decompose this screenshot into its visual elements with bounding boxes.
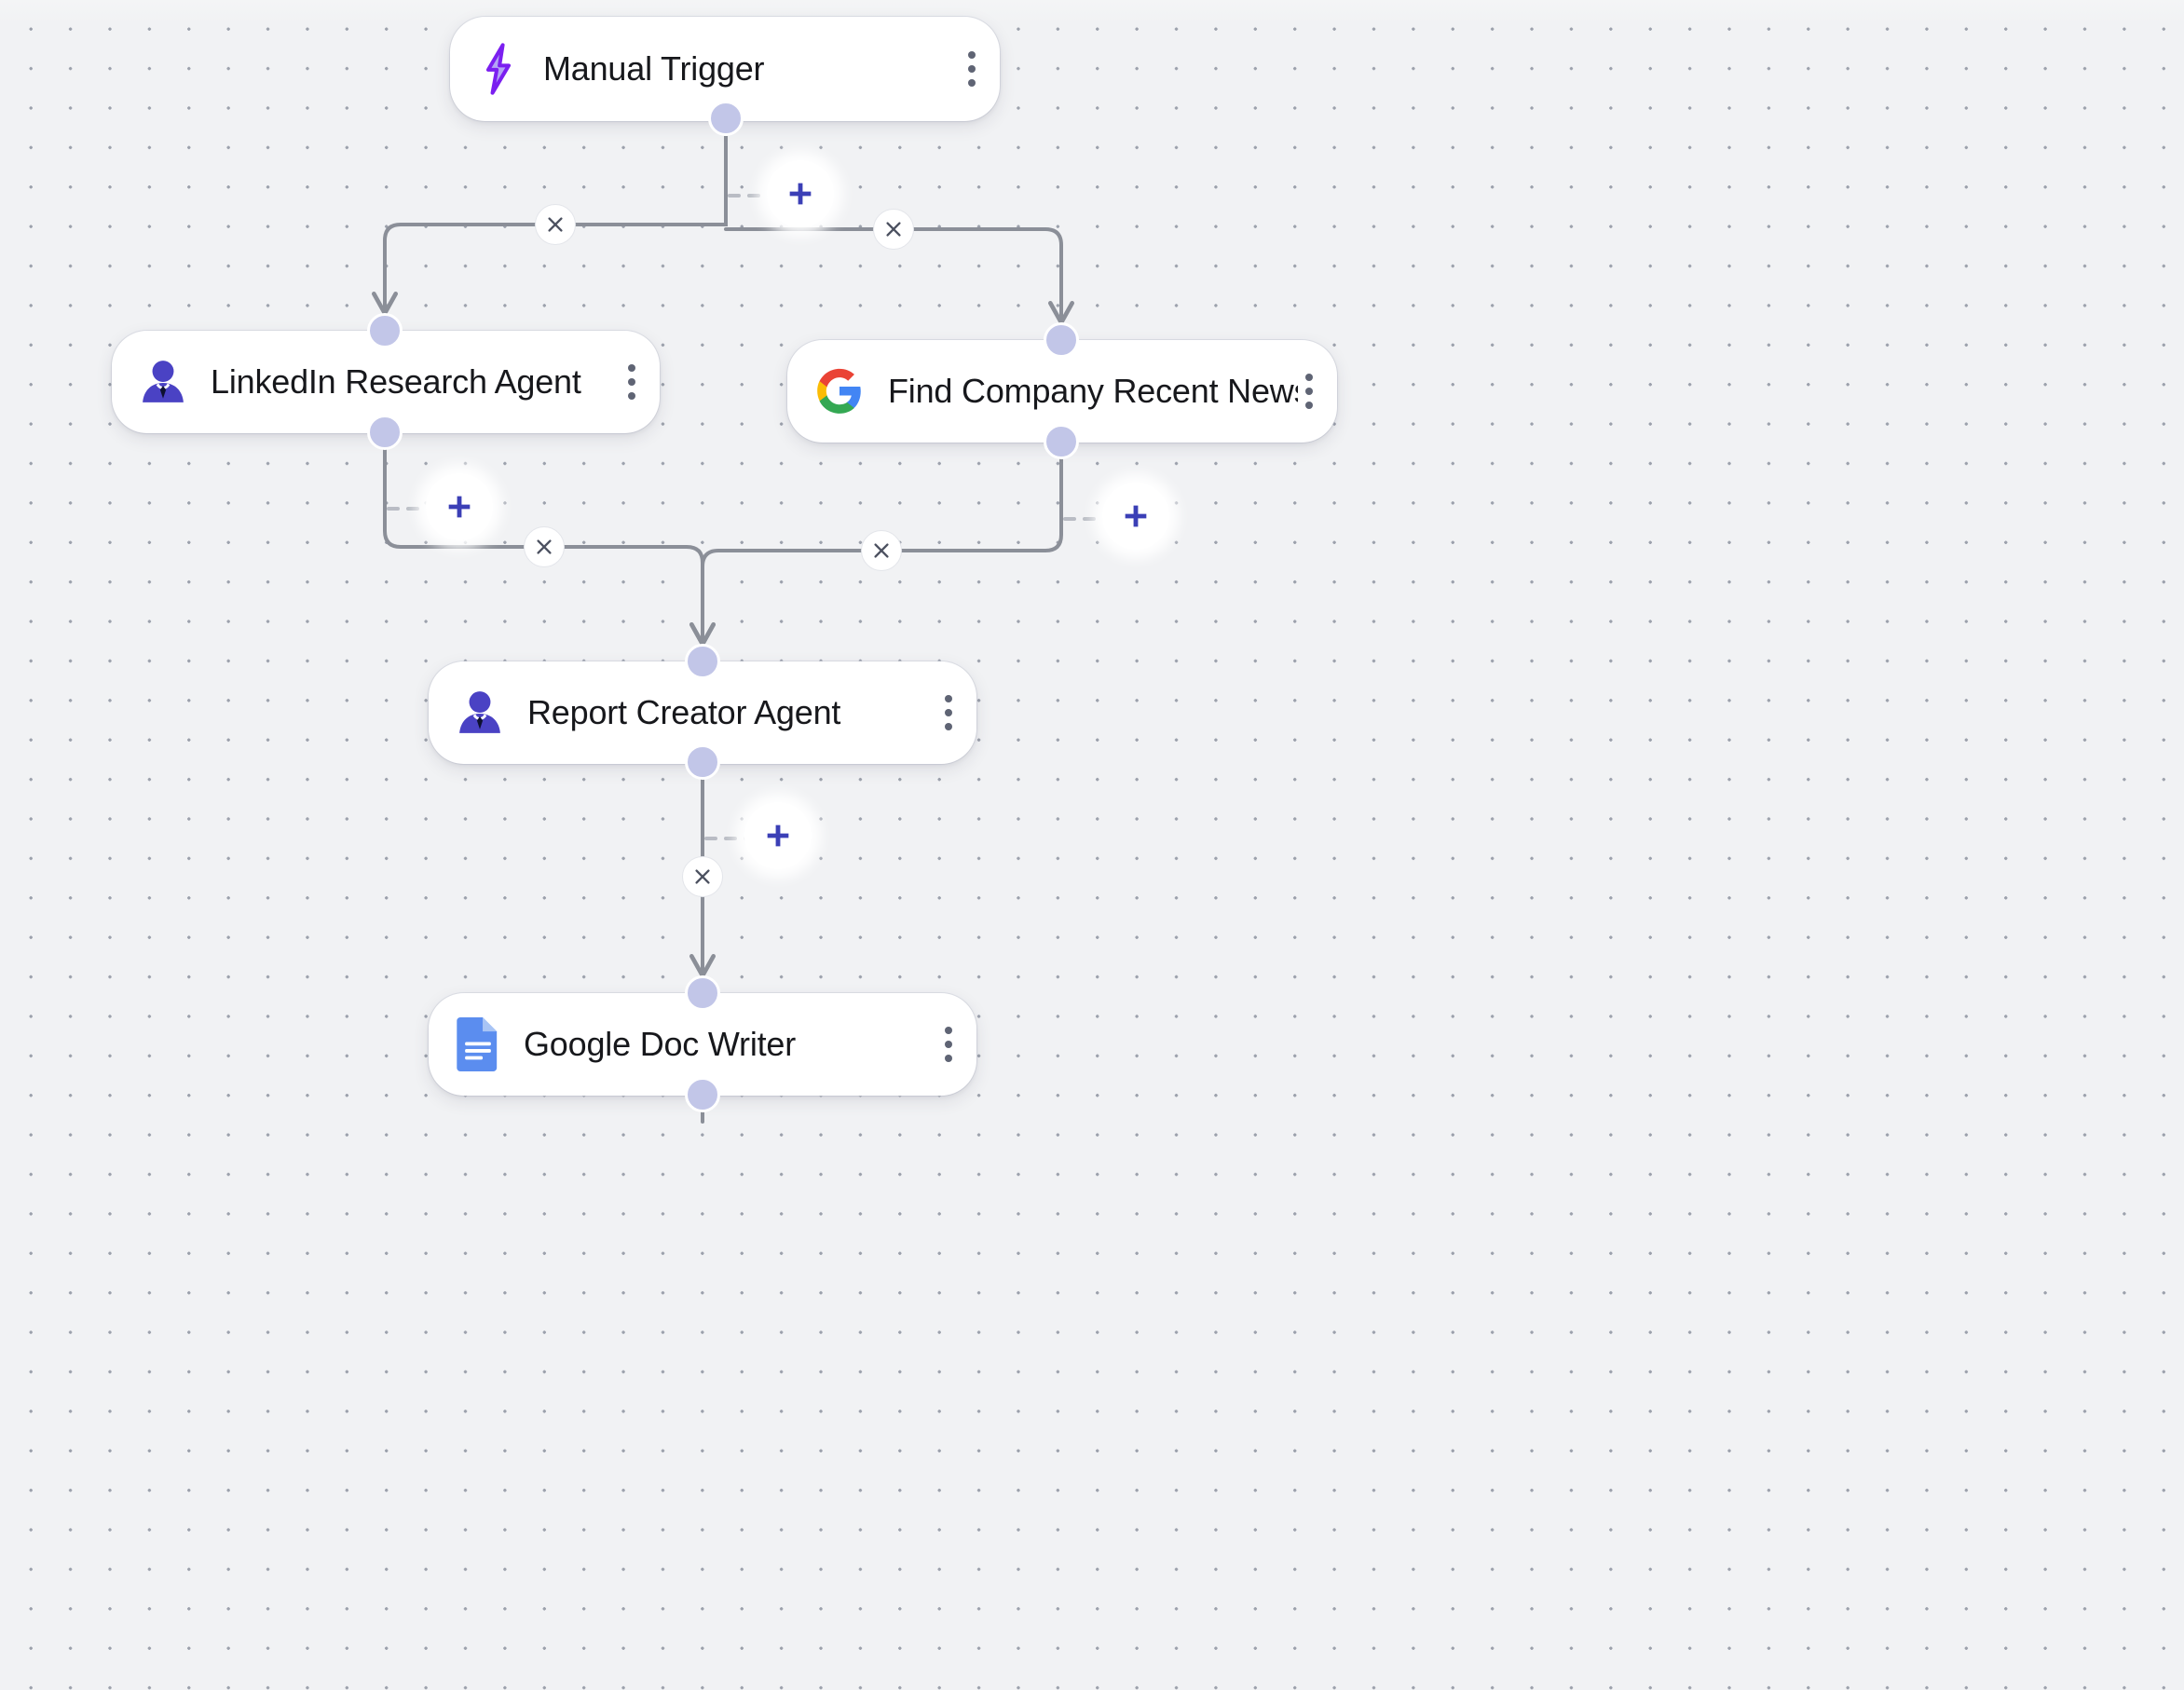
node-find-company-recent-news-menu-button[interactable]	[1298, 364, 1320, 418]
remove-edge-report-to-docwriter-button[interactable]	[682, 856, 723, 897]
node-manual-trigger[interactable]: Manual Trigger	[450, 17, 1000, 121]
edge-trigger-to-linkedin[interactable]	[372, 223, 728, 316]
node-linkedin-research-agent-label: LinkedIn Research Agent	[211, 362, 581, 401]
remove-edge-linkedin-to-report-button[interactable]	[524, 526, 565, 567]
port-linkedin-agent-output[interactable]	[367, 415, 403, 450]
google-g-icon	[815, 367, 864, 416]
menu-dot	[945, 723, 952, 730]
menu-dot	[628, 378, 635, 386]
close-icon	[695, 869, 710, 884]
menu-dot	[945, 1055, 952, 1062]
agent-person-icon	[457, 689, 503, 736]
remove-edge-trigger-to-news-button[interactable]	[873, 209, 914, 250]
lightning-bolt-icon	[478, 43, 519, 95]
port-google-doc-writer-input[interactable]	[685, 975, 720, 1011]
node-find-company-recent-news-label: Find Company Recent News	[888, 372, 1298, 410]
add-node-from-manual-trigger-button[interactable]	[767, 160, 834, 227]
menu-dot	[1305, 402, 1313, 409]
close-icon	[537, 539, 552, 554]
port-report-creator-output[interactable]	[685, 744, 720, 780]
remove-edge-trigger-to-linkedin-button[interactable]	[535, 204, 576, 245]
node-manual-trigger-menu-button[interactable]	[961, 42, 983, 96]
menu-dot	[945, 1027, 952, 1034]
add-node-from-report-creator-button[interactable]	[744, 802, 812, 869]
node-linkedin-research-agent-menu-button[interactable]	[621, 355, 643, 409]
menu-dot	[968, 51, 976, 59]
remove-edge-news-to-report-button[interactable]	[861, 530, 902, 571]
edge-trigger-to-news[interactable]	[724, 227, 1074, 325]
plus-icon	[789, 183, 812, 205]
node-report-creator-agent-label: Report Creator Agent	[527, 693, 841, 731]
close-icon	[548, 217, 563, 232]
close-icon	[874, 543, 889, 558]
node-google-doc-writer-label: Google Doc Writer	[524, 1025, 797, 1063]
node-manual-trigger-label: Manual Trigger	[543, 49, 765, 88]
port-report-creator-input[interactable]	[685, 644, 720, 679]
add-node-from-linkedin-agent-button[interactable]	[426, 473, 493, 540]
plus-icon	[448, 496, 471, 518]
plus-icon	[767, 825, 789, 847]
port-find-news-output[interactable]	[1044, 424, 1079, 459]
menu-dot	[968, 79, 976, 87]
node-google-doc-writer-menu-button[interactable]	[937, 1017, 960, 1071]
menu-dot	[945, 695, 952, 702]
add-node-from-find-news-button[interactable]	[1102, 483, 1169, 550]
menu-dot	[628, 364, 635, 372]
port-linkedin-agent-input[interactable]	[367, 313, 403, 348]
node-report-creator-agent-menu-button[interactable]	[937, 686, 960, 740]
port-google-doc-writer-output[interactable]	[685, 1077, 720, 1112]
menu-dot	[945, 1041, 952, 1048]
plus-icon	[1125, 505, 1147, 527]
menu-dot	[1305, 374, 1313, 381]
menu-dot	[1305, 388, 1313, 395]
menu-dot	[628, 392, 635, 400]
menu-dot	[968, 65, 976, 73]
port-manual-trigger-output[interactable]	[708, 101, 744, 136]
agent-person-icon	[140, 359, 186, 405]
google-docs-icon	[457, 1017, 499, 1071]
port-find-news-input[interactable]	[1044, 322, 1079, 358]
menu-dot	[945, 709, 952, 716]
close-icon	[886, 222, 901, 237]
